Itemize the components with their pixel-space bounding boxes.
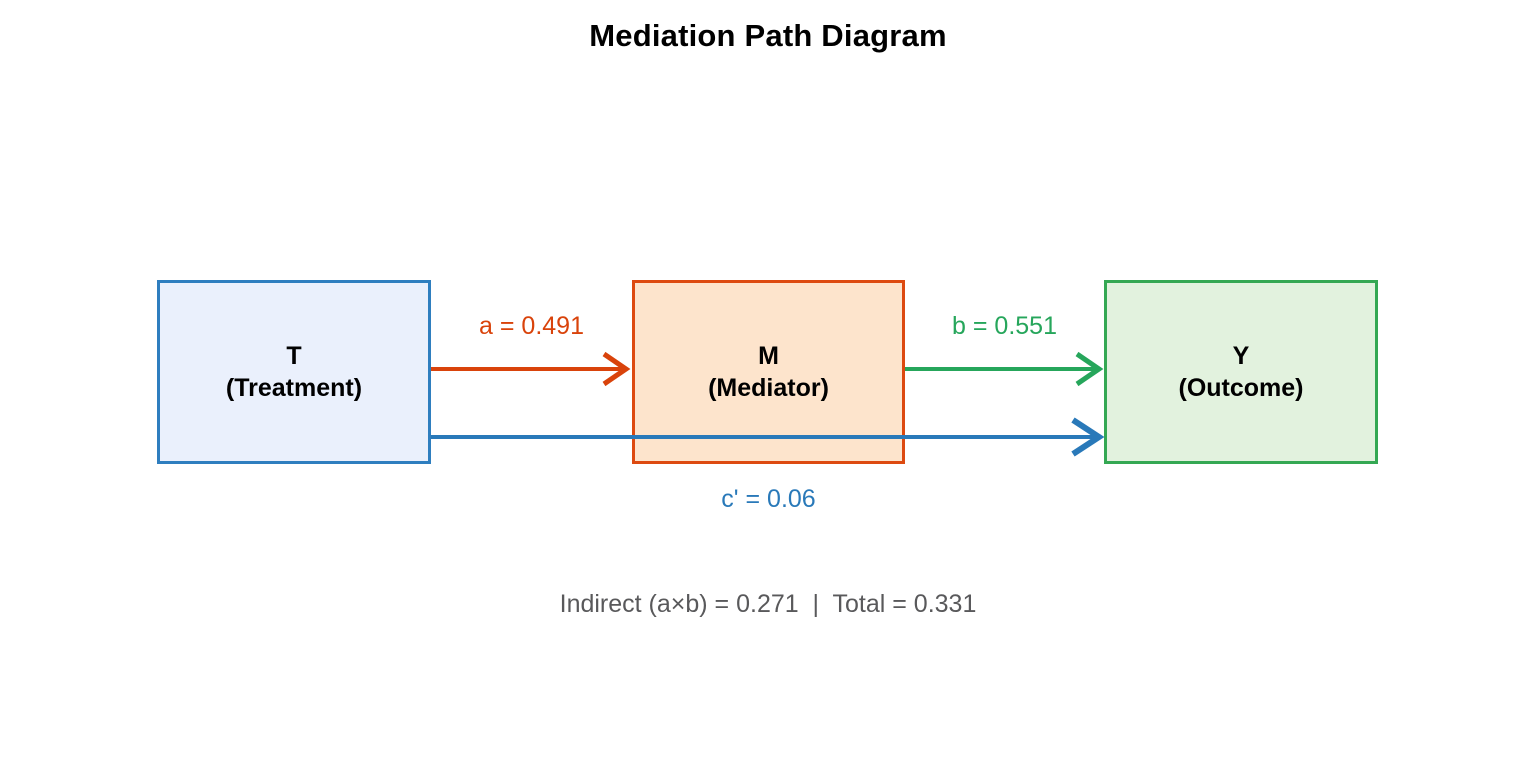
path-arrow-b xyxy=(905,351,1104,387)
path-arrow-a xyxy=(431,351,631,387)
node-mediator-code: M xyxy=(758,342,779,370)
path-label-a: a = 0.491 xyxy=(479,312,584,340)
node-outcome-label: (Outcome) xyxy=(1178,374,1304,402)
path-label-b: b = 0.551 xyxy=(952,312,1057,340)
node-mediator[interactable]: M (Mediator) xyxy=(632,280,905,464)
node-treatment[interactable]: T (Treatment) xyxy=(157,280,431,464)
page-title: Mediation Path Diagram xyxy=(589,18,947,53)
path-label-c-prime: c' = 0.06 xyxy=(721,485,816,513)
node-mediator-label: (Mediator) xyxy=(708,374,829,402)
node-treatment-label: (Treatment) xyxy=(225,374,363,402)
node-treatment-code: T xyxy=(286,342,302,370)
node-outcome-code: Y xyxy=(1232,342,1250,370)
node-outcome[interactable]: Y (Outcome) xyxy=(1104,280,1378,464)
effects-summary: Indirect (a×b) = 0.271 | Total = 0.331 xyxy=(559,590,977,618)
